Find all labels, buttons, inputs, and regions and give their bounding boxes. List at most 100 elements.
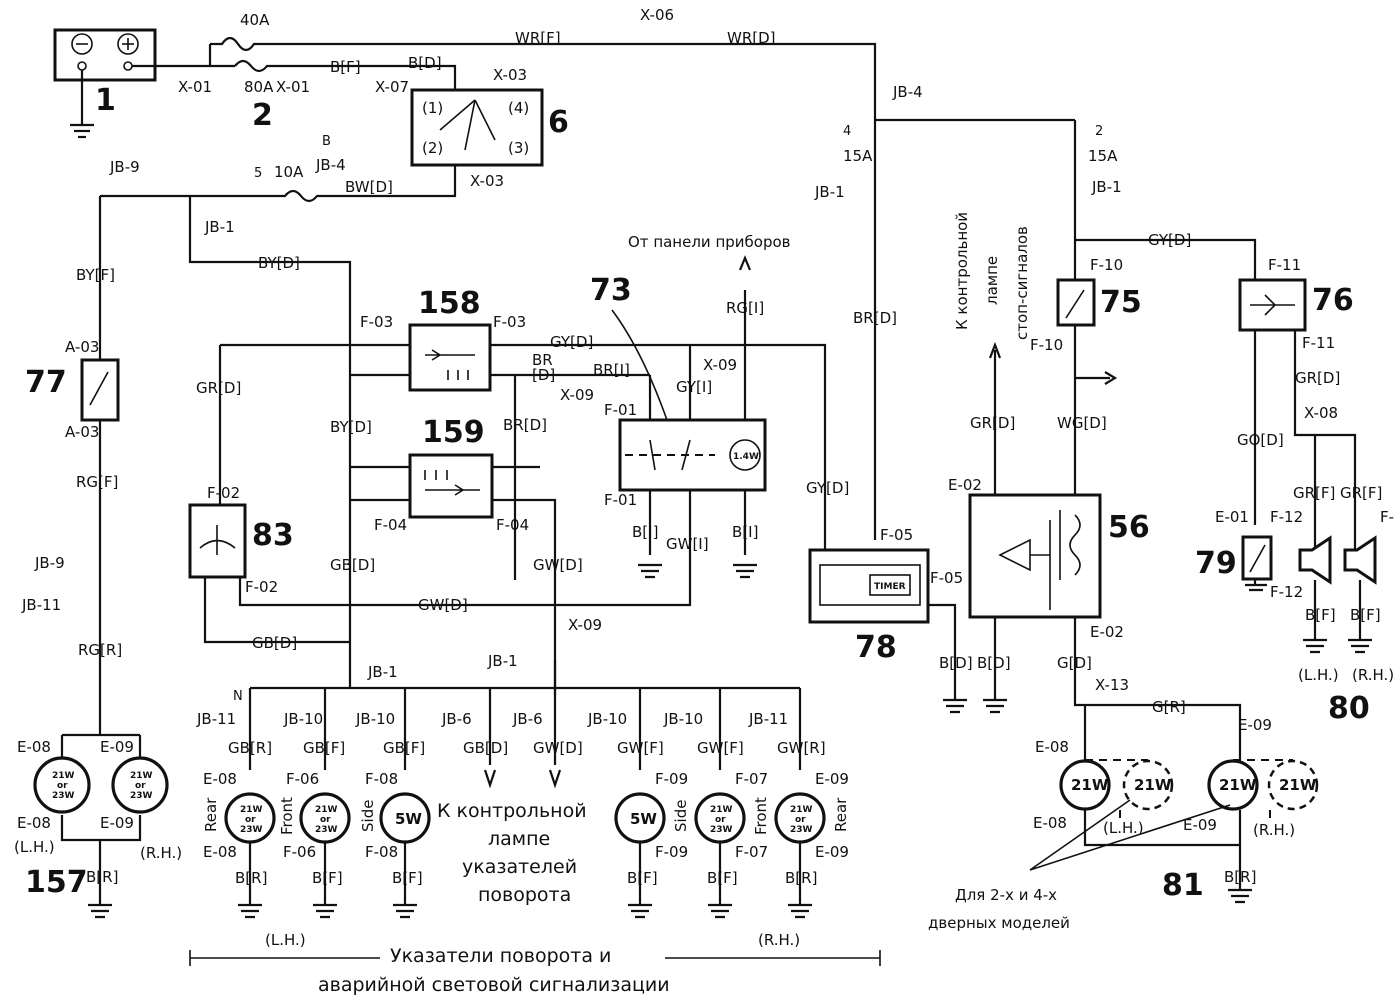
wire-b-d-top: B[D] <box>408 54 442 72</box>
conn-e09b: E-09 <box>100 814 134 832</box>
conn-f12b: F-12 <box>1270 583 1303 601</box>
conn-e09c: E-09 <box>1238 716 1272 734</box>
conn-x09b: X-09 <box>568 616 602 634</box>
bulb-label: 21W <box>1134 776 1172 794</box>
ign-term-3: (3) <box>508 139 529 157</box>
bulb-label: or <box>320 815 331 825</box>
side-lh: (L.H.) <box>1298 666 1339 684</box>
conn-jb10g: JB-10 <box>587 710 627 728</box>
flasher-number: 73 <box>590 273 632 308</box>
circle-n: N <box>233 689 243 704</box>
switch-79-number: 79 <box>1195 546 1237 581</box>
conn-f07b: F-07 <box>735 843 768 861</box>
conn-f09b: F-09 <box>655 843 688 861</box>
fuse2-rating: 15A <box>1088 147 1118 165</box>
wire-gb-f2: GB[F] <box>383 739 425 757</box>
bulb-label: or <box>795 815 806 825</box>
conn-x13: X-13 <box>1095 676 1129 694</box>
conn-jb1c: JB-1 <box>487 652 518 670</box>
conn-f10a: F-10 <box>1090 256 1123 274</box>
bulb-label: 21W <box>710 805 733 815</box>
caption-line-1: Указатели поворота и <box>390 945 611 967</box>
caption-line-2: аварийной световой сигнализации <box>318 974 670 996</box>
wire-gw-f2: GW[F] <box>697 739 744 757</box>
conn-x03b: X-03 <box>470 172 504 190</box>
wire-wr-d: WR[D] <box>727 29 776 47</box>
wire-b-f2: B[F] <box>1305 606 1336 624</box>
ign-term-4: (4) <box>508 99 529 117</box>
conn-f02b: F-02 <box>245 578 278 596</box>
pos-rear-rh: Rear <box>832 797 850 832</box>
side-lh: (L.H.) <box>14 838 55 856</box>
conn-e09d: E-09 <box>1183 816 1217 834</box>
wire-by-f: BY[F] <box>76 266 115 284</box>
conn-f04b: F-04 <box>496 516 529 534</box>
note-doors-1: Для 2-х и 4-х <box>955 886 1057 904</box>
stop-switch-number: 75 <box>1100 285 1142 320</box>
wire-by-d2: BY[D] <box>330 418 372 436</box>
conn-f02a: F-02 <box>207 484 240 502</box>
wire-rg-r: RG[R] <box>78 641 122 659</box>
conn-e09e: E-09 <box>815 770 849 788</box>
conn-a03a: A-03 <box>65 338 99 356</box>
wire-gb-f: GB[F] <box>303 739 345 757</box>
front-turn-lamps-number: 157 <box>25 865 88 900</box>
conn-x01b: X-01 <box>276 78 310 96</box>
wire-b-r: B[R] <box>86 868 118 886</box>
timer-unit: TIMER 78 <box>808 548 930 665</box>
side-rh: (R.H.) <box>758 931 800 949</box>
battery: 1 <box>53 28 157 139</box>
side-rh: (R.H.) <box>140 844 182 862</box>
wire-br-i: BR[I] <box>593 361 630 379</box>
bulb-label: 21W <box>315 805 338 815</box>
note-brake-1: К контрольной <box>953 212 971 330</box>
wire-b-f5: B[F] <box>392 869 423 887</box>
conn-jb11a: JB-11 <box>21 596 61 614</box>
conn-f11b: F-11 <box>1302 334 1335 352</box>
bulb-label: 23W <box>790 825 813 835</box>
conn-jb10f: JB-10 <box>663 710 703 728</box>
timer-number: 78 <box>855 630 897 665</box>
circle-b: B <box>322 134 331 149</box>
note-brake-2: лампе <box>983 256 1001 305</box>
conn-x07: X-07 <box>375 78 409 96</box>
bulb-label: 23W <box>52 791 75 801</box>
conn-e08d: E-08 <box>1033 814 1067 832</box>
note-turn-1: К контрольной <box>437 800 587 822</box>
conn-e08a: E-08 <box>17 738 51 756</box>
conn-jb1k: JB-1 <box>367 663 398 681</box>
note-from-panel: От панели приборов <box>628 233 791 251</box>
conn-e09f: E-09 <box>815 843 849 861</box>
wire-wg-d: WG[D] <box>1057 414 1107 432</box>
wire-gb-r: GB[R] <box>228 739 272 757</box>
wire-gr-f: GR[F] <box>1293 484 1335 502</box>
bulb-label: or <box>715 815 726 825</box>
clutch-switch-number: 77 <box>25 365 67 400</box>
wire-gr-f2: GR[F] <box>1340 484 1382 502</box>
conn-f05a: F-05 <box>880 526 913 544</box>
wire-gw-r: GW[R] <box>777 739 826 757</box>
conn-x09a: X-09 <box>560 386 594 404</box>
conn-f10b: F-10 <box>1030 336 1063 354</box>
bulb-label: 23W <box>130 791 153 801</box>
wire-rg-i: RG[I] <box>726 299 764 317</box>
wire-gw-f: GW[F] <box>617 739 664 757</box>
wire-gy-d3: GY[D] <box>1148 231 1191 249</box>
wire-bw-d: BW[D] <box>345 178 393 196</box>
fuse4-num: 4 <box>843 124 851 139</box>
relay-158: 158 <box>408 286 492 392</box>
wire-gb-d2: GB[D] <box>330 556 375 574</box>
side-rh: (R.H.) <box>1352 666 1394 684</box>
wire-b-r2: B[R] <box>1224 868 1256 886</box>
note-doors-2: дверных моделей <box>928 914 1070 932</box>
pos-side-rh: Side <box>672 800 690 832</box>
wire-b-i2: B[I] <box>732 523 758 541</box>
conn-f05b: F-05 <box>930 569 963 587</box>
bulb-label: 21W <box>240 805 263 815</box>
side-lh: (L.H.) <box>1103 819 1144 837</box>
combination-unit: 56 <box>968 493 1150 619</box>
conn-f06a: F-06 <box>286 770 319 788</box>
ignition-switch: (1) (2) (4) (3) 6 <box>410 88 569 167</box>
wire-b-f6: B[F] <box>627 869 658 887</box>
